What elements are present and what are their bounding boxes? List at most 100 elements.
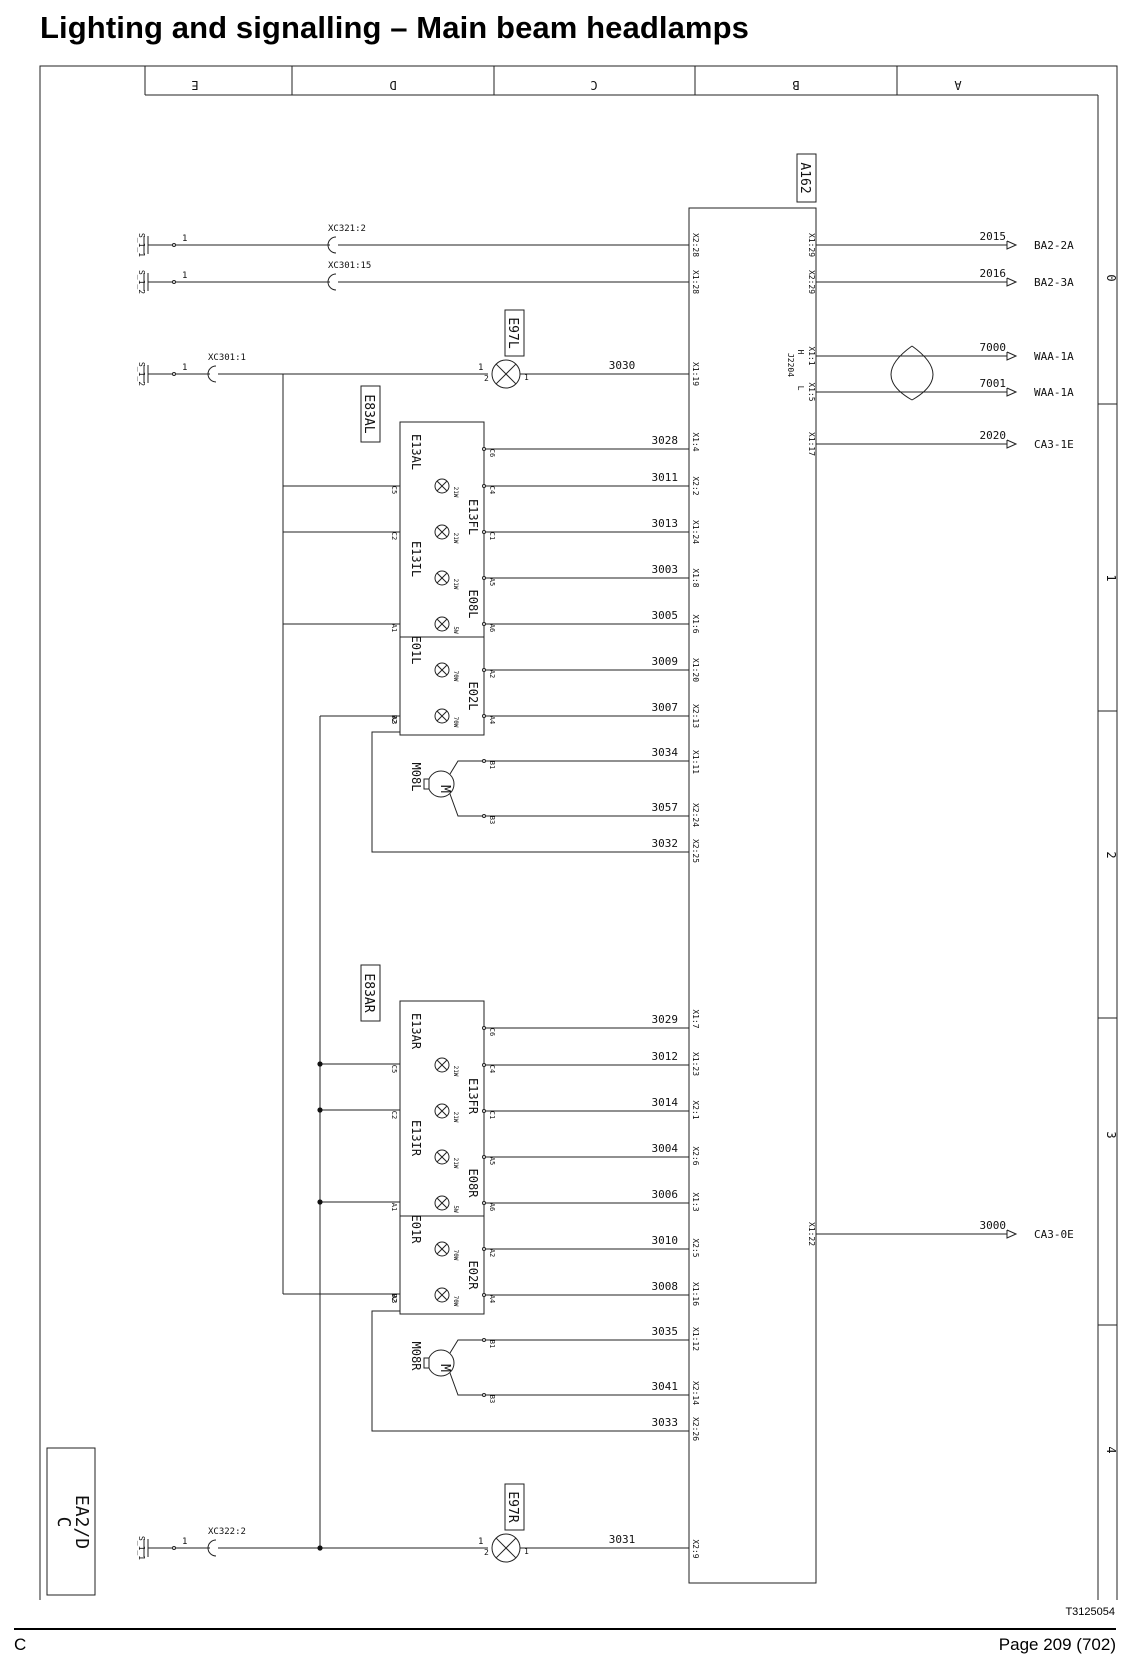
wire-number: 3035 [652,1325,679,1338]
right-pin-label: B1 [488,1340,496,1348]
left-pin-label: C2 [390,532,398,540]
drawing-frame [39,65,1118,1600]
wire-number: 3034 [652,746,679,759]
left-component-label: E02L [466,682,480,711]
wire-number: 3000 [980,1219,1007,1232]
pin-dot [482,668,486,672]
drawing-number: T3125054 [1065,1606,1115,1618]
grid-column-label: B [792,78,799,92]
lamp-cross [436,664,448,676]
wire-number: 3031 [609,1533,636,1546]
ecu-pin-label: X2:5 [691,1238,700,1257]
ecu-pin-label: X1:4 [691,432,700,451]
connector-icon [207,1539,217,1557]
right-wattage: 70W [452,1296,459,1307]
grid-column-label: A [954,78,962,92]
footer-rule [14,1628,1116,1630]
right-wattage: 5W [452,1205,459,1213]
ecu-pin-label: X1:23 [691,1052,700,1076]
e97l-name: E97L [505,317,520,348]
pin-dot [482,447,486,451]
ecu-pin-label: X1:22 [807,1222,816,1246]
grid-column-label: C [590,78,597,92]
left-motor-brush [423,778,430,790]
lamp-cross [436,526,448,538]
left-pin-label: B2 [390,715,398,723]
right-name-box [360,964,381,1022]
left-pin-label: C5 [390,486,398,494]
right-pin-label: C6 [488,1028,496,1036]
left-component-label: E13IL [409,541,423,577]
right-component-label: E13IR [409,1120,423,1157]
ecu-pin-label: X2:13 [691,704,700,728]
grid-row-label: 0 [1104,274,1118,281]
junction-dot [317,1199,323,1205]
wire-number: 3004 [652,1142,679,1155]
ecu-pin-label: X2:28 [691,233,700,257]
left-component-label: M08L [409,763,423,792]
left-wattage: 21W [452,579,459,590]
pin-dot [482,622,486,626]
right-motor-brush [423,1357,430,1369]
output-arrow [1006,351,1018,361]
grid-row-label: 3 [1104,1131,1118,1138]
ecu-pin-label: X2:2 [691,476,700,495]
left-pin-label: A1 [390,624,398,632]
left-motor-icon [427,770,455,798]
right-motor-icon [427,1349,455,1377]
ecu-pin-label: X1:24 [691,520,700,544]
connector-icon [207,365,217,383]
ecu-pin-label: X1:8 [691,568,700,587]
ecu-pin-label: X2:24 [691,803,700,827]
pin-number: 2 [484,1548,489,1557]
ecu-pin-label: X1:16 [691,1282,700,1306]
left-wattage: 21W [452,533,459,544]
connector-icon [327,236,337,254]
left-pin-label: A2 [488,670,496,678]
sheet-reference-label: C [53,1517,74,1528]
e97l-name-box [504,309,525,357]
motor-wire [449,1372,484,1396]
right-pin-label: A1 [390,1203,398,1211]
lamp-cross [436,1105,448,1117]
pin-dot [482,814,486,818]
wire-number: 3014 [652,1096,679,1109]
pin-dot [482,484,486,488]
right-component-label: M08R [409,1342,423,1372]
wire-number: 3013 [652,517,679,530]
output-arrow [1006,1229,1018,1239]
grid-row-label: 1 [1104,574,1118,581]
right-component-label: E13FR [466,1078,480,1115]
pin-dot [482,1338,486,1342]
pin-dot [482,1109,486,1113]
pin-number: 1 [182,271,187,281]
pin-dot [172,1546,176,1550]
grid-row-label: 4 [1104,1446,1118,1453]
lamp-cross [495,1537,517,1559]
wire-number: 3003 [652,563,679,576]
pin-dot [482,714,486,718]
wire-number: 2020 [980,429,1007,442]
destination-label: WAA-1A [1034,350,1074,363]
outer-border [39,65,1118,1600]
lamp-cross [436,1243,448,1255]
motor-wire [449,1339,484,1354]
input-signal-label: S_1_1 [137,1536,146,1560]
ecu-a162-box [688,207,817,1584]
left-wattage: 70W [452,671,459,682]
motor-wire [449,760,484,775]
left-name-box [360,385,381,443]
pin-dot [482,530,486,534]
wire-number: 3005 [652,609,679,622]
footer-page-number: Page 209 (702) [998,1635,1116,1654]
ecu-pin-label: X1:17 [807,432,816,456]
destination-label: BA2-2A [1034,239,1074,252]
right-pin-label: A5 [488,1157,496,1165]
wire-number: 7001 [980,377,1007,390]
wire-number: 3057 [652,801,679,814]
right-component-label: E08R [466,1169,480,1199]
destination-label: CA3-0E [1034,1228,1074,1241]
ecu-pin-label: X1:5 [807,382,816,401]
pin-dot [482,1063,486,1067]
wires [148,244,1007,1549]
